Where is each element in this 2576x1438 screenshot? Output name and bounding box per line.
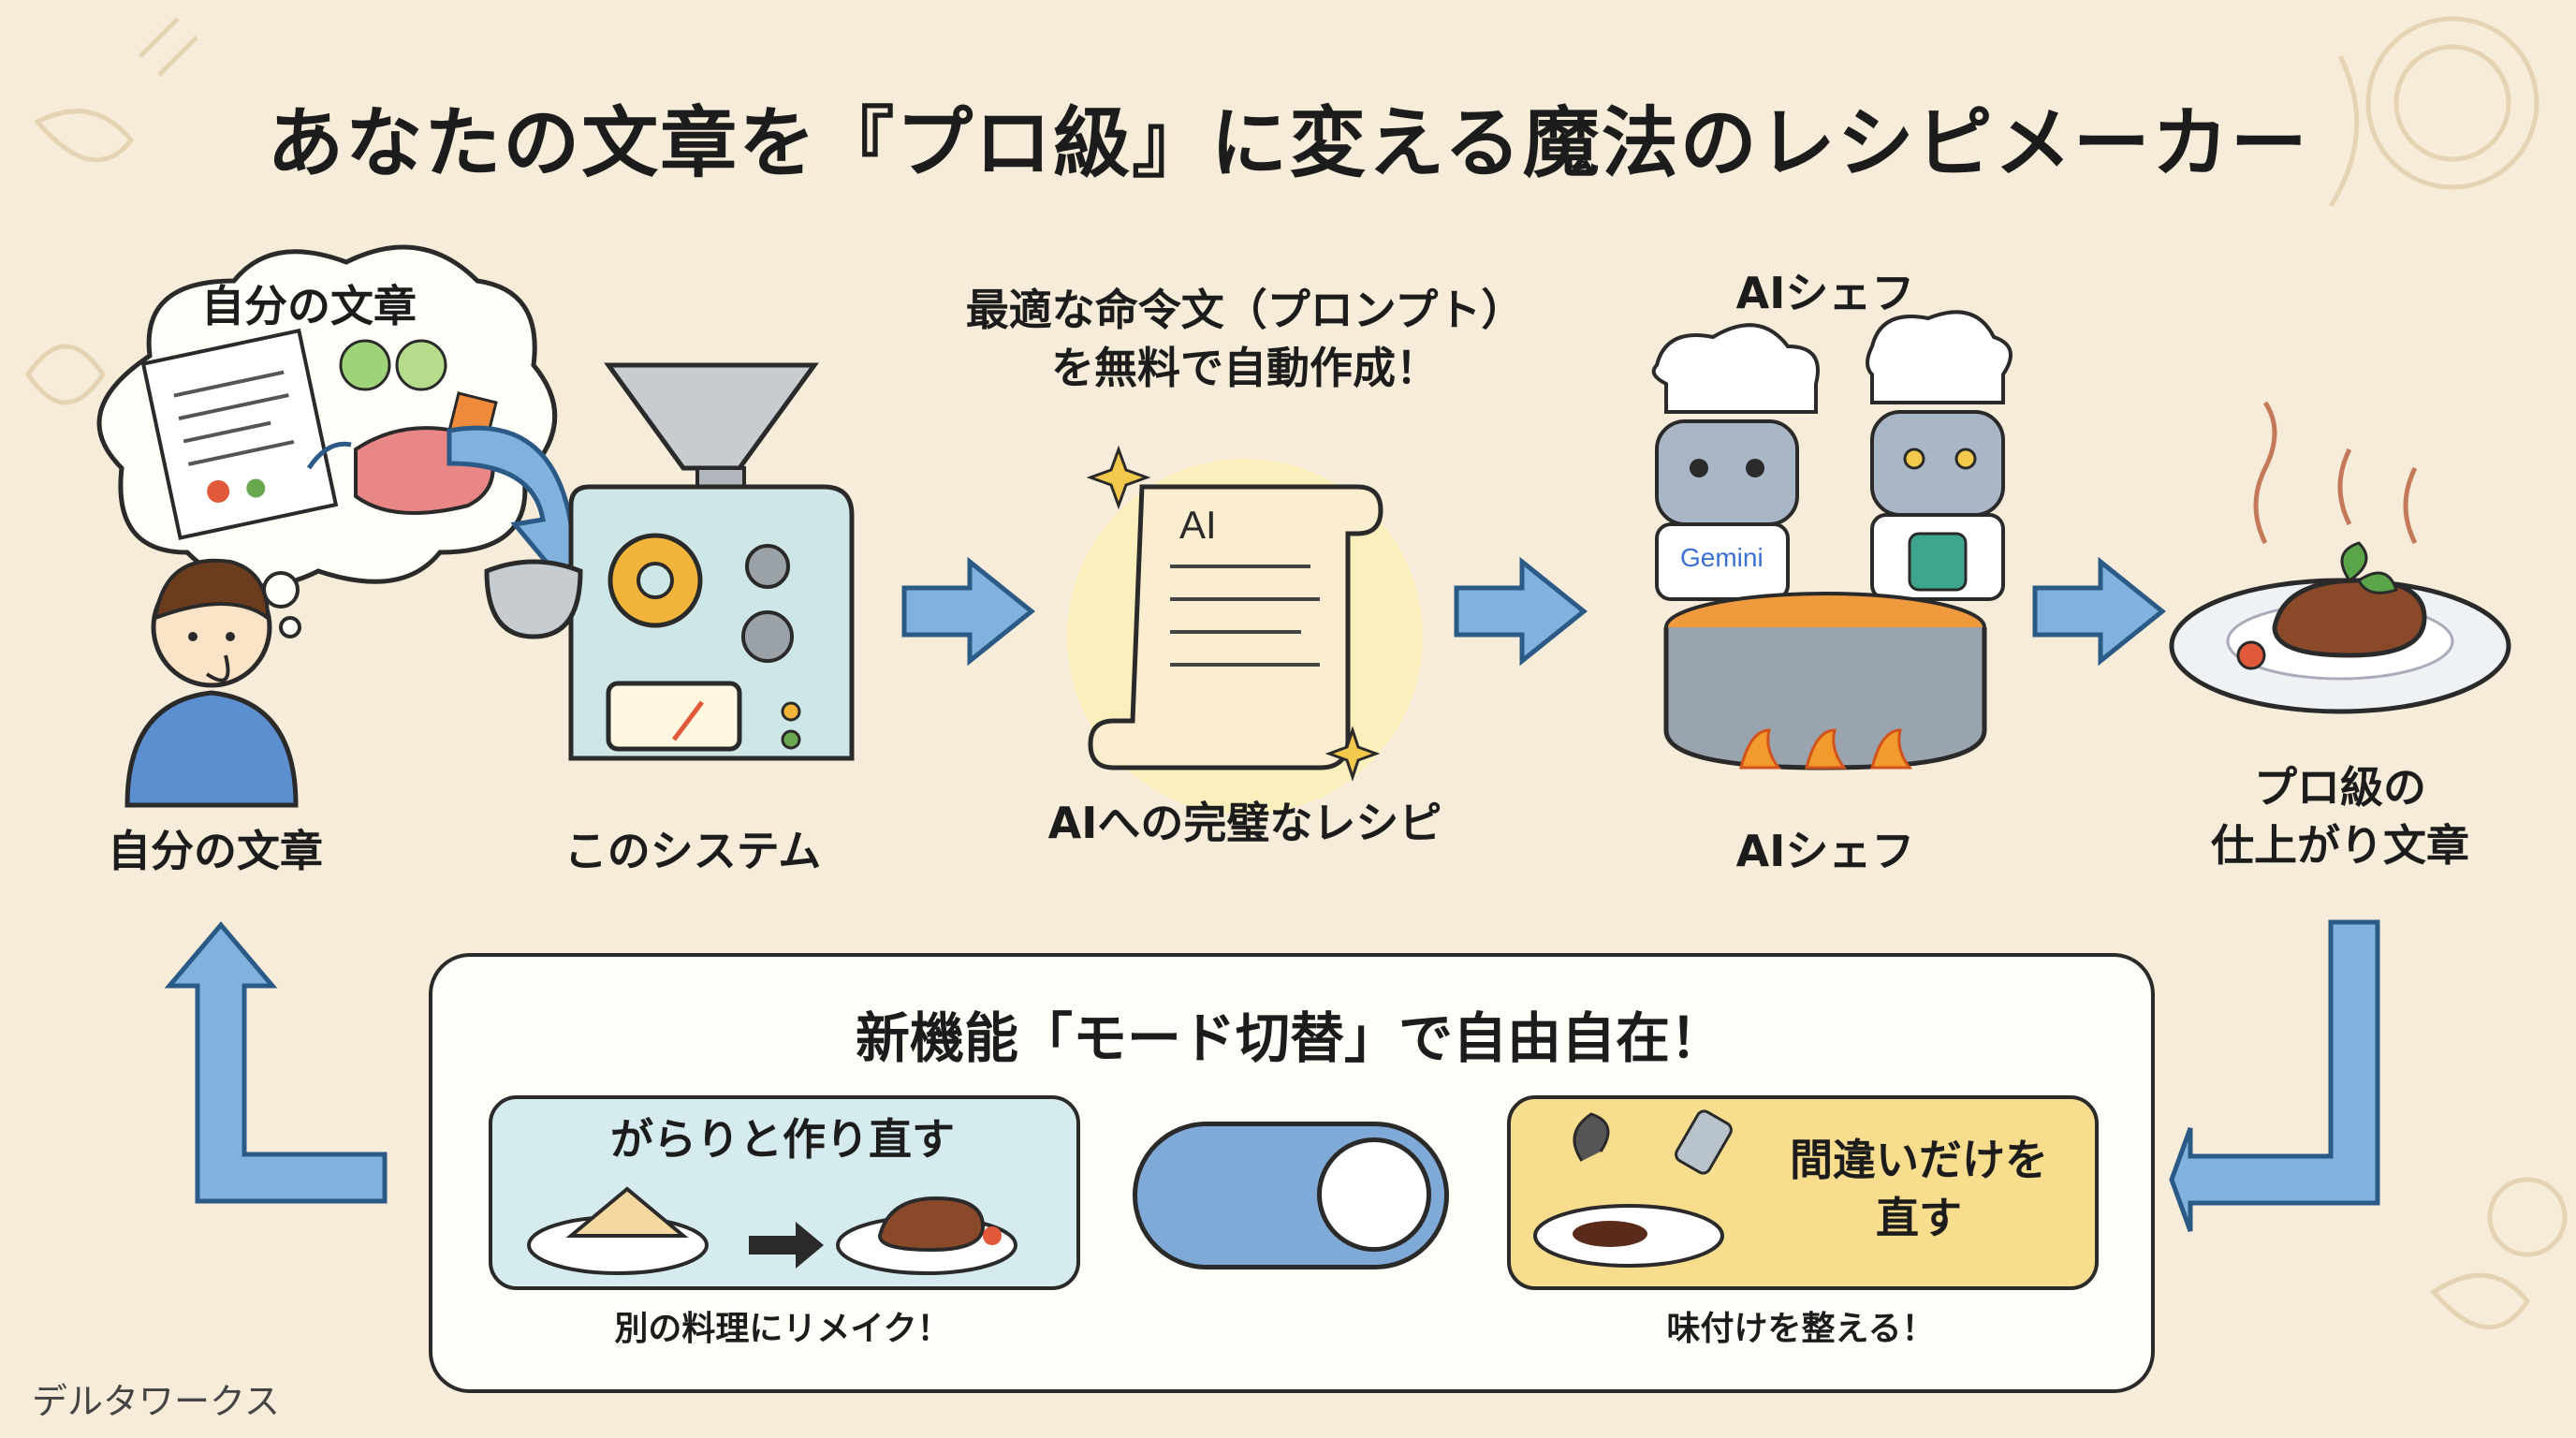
flow-arrow-icon <box>1454 556 1588 667</box>
loop-up-arrow-icon <box>164 921 388 1204</box>
flow-arrow-icon <box>2032 556 2166 667</box>
sandwich-to-steak-icon <box>527 1186 1017 1275</box>
loop-down-arrow-icon <box>2169 919 2380 1232</box>
svg-text:AI: AI <box>1179 503 1217 547</box>
flow-arrow-icon <box>901 556 1035 667</box>
sparkle-icon <box>1086 445 1151 510</box>
robot-chefs-icon: Gemini <box>1651 310 2012 770</box>
recipe-scroll-icon: AI <box>1088 484 1383 770</box>
chef-caption: AIシェフ <box>1735 268 1915 318</box>
sparkle-icon <box>1325 726 1381 782</box>
mode-rebuild-title: がらりと作り直す <box>610 1114 955 1165</box>
thinking-person-icon <box>124 558 299 808</box>
mode-fix-errors-caption: 味付けを整える！ <box>1666 1310 1936 1348</box>
step-2-label: このシステム <box>564 826 822 876</box>
toggle-knob <box>1317 1137 1431 1252</box>
page-title: あなたの文章を『プロ級』に変える魔法のレシピメーカー <box>267 99 2309 188</box>
recipe-machine-icon <box>484 362 855 761</box>
mode-toggle-switch[interactable] <box>1133 1122 1449 1269</box>
brand-footer: デルタワークス <box>32 1381 280 1422</box>
svg-text:Gemini: Gemini <box>1680 543 1764 572</box>
step-1-label: 自分の文章 <box>108 826 323 876</box>
document-ingredients-icon <box>140 328 498 540</box>
burnt-dish-salt-icon <box>1533 1109 1733 1268</box>
prompt-caption: 最適な命令文（プロンプト） を無料で自動作成！ <box>965 285 1525 393</box>
step-5-label: プロ級の 仕上がり文章 <box>2211 762 2469 871</box>
plated-steak-icon <box>2169 401 2511 714</box>
step-3-label: AIへの完璧なレシピ <box>1047 798 1442 848</box>
mode-fix-errors-title: 間違いだけを 直す <box>1790 1135 2048 1243</box>
thought-bubble-label: 自分の文章 <box>201 281 417 331</box>
step-4-label: AIシェフ <box>1735 826 1915 876</box>
mode-panel-title: 新機能「モード切替」で自由自在！ <box>855 1006 1724 1070</box>
mode-rebuild-caption: 別の料理にリメイク！ <box>614 1310 951 1348</box>
